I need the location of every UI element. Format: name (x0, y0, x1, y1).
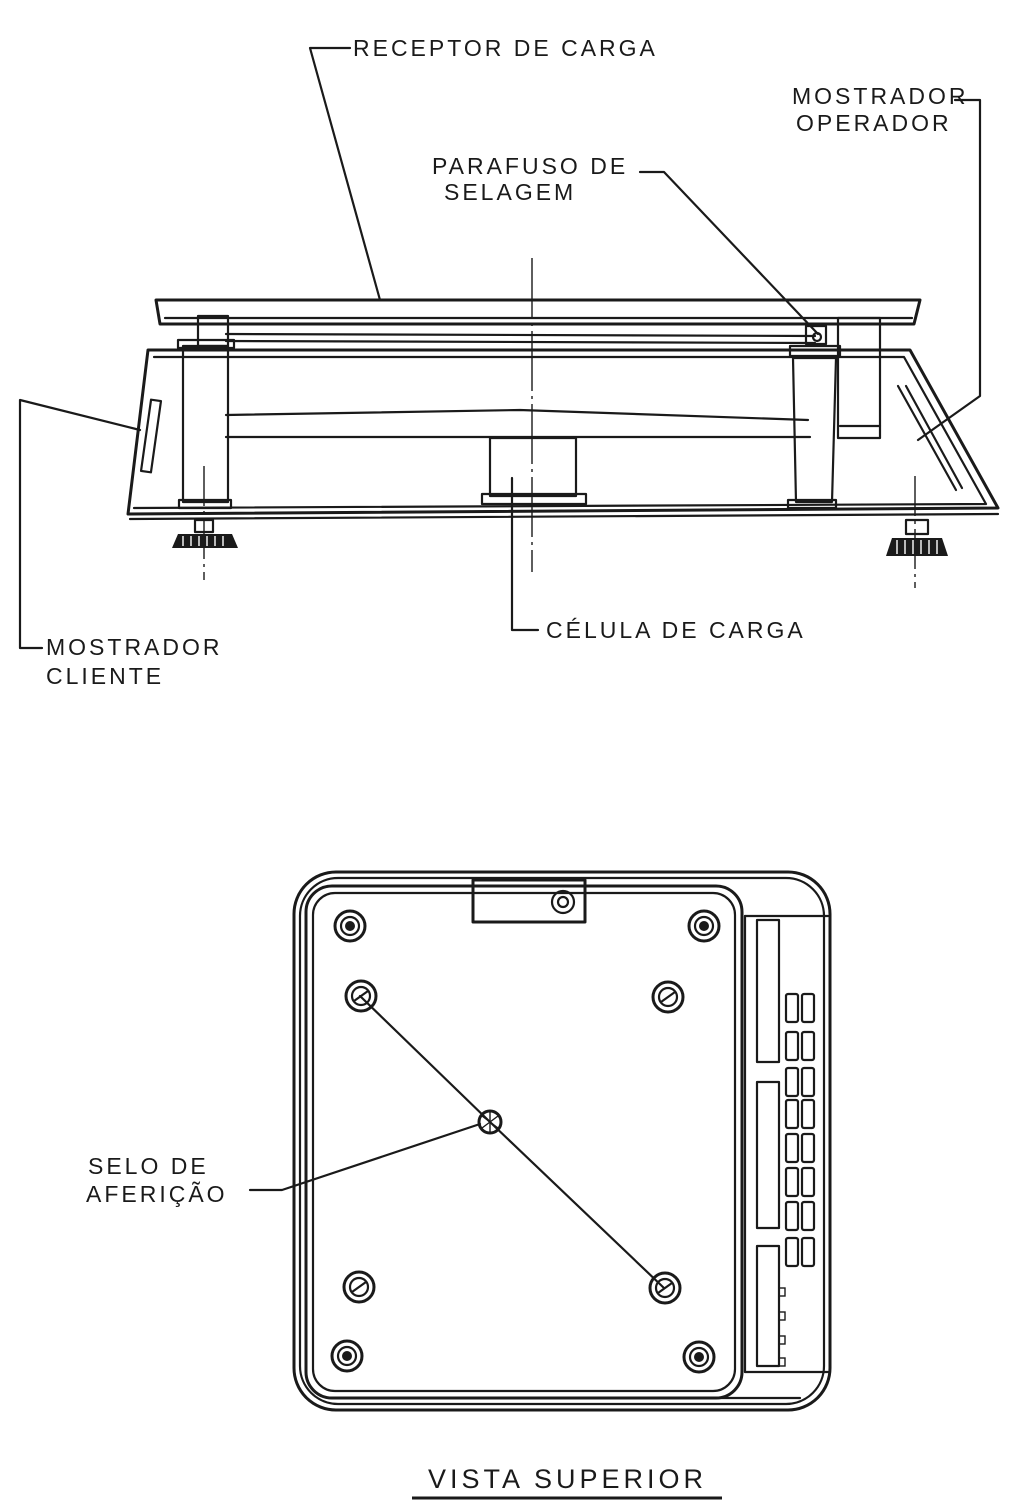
keypad-key-icon (784, 1166, 800, 1198)
keypad-panel (743, 914, 830, 1374)
slotted-screw-icon (687, 909, 721, 943)
indicator-led (778, 1311, 786, 1321)
slotted-screw-icon (651, 980, 685, 1014)
label-parafuso-line2: SELAGEM (444, 179, 576, 205)
leader-sealing-screw (638, 170, 820, 336)
customer-display-window (139, 398, 163, 474)
adjustable-foot-icon (172, 518, 238, 548)
slotted-screw-icon (682, 1340, 716, 1374)
keypad-key-icon (800, 992, 816, 1024)
leader-customer-display (18, 398, 142, 650)
label-selo-line2: AFERIÇÃO (86, 1181, 228, 1207)
platter-plate (304, 884, 744, 1400)
load-receptor-platter (154, 298, 922, 326)
left-support-column (176, 314, 236, 510)
top-view: SELO DE AFERIÇÃO VISTA SUPERIOR (86, 870, 832, 1500)
right-support-column (786, 324, 842, 510)
leader-load-cell (510, 476, 540, 632)
keypad-key-icon (800, 1030, 816, 1062)
indicator-leds (778, 1287, 786, 1367)
display-window-upper (755, 918, 781, 1064)
keypad-key-icon (784, 992, 800, 1024)
keypad-key-icon (784, 1030, 800, 1062)
label-mostrador-cliente-line2: CLIENTE (46, 663, 164, 689)
label-selo-line1: SELO DE (88, 1153, 209, 1179)
adjustable-foot-icon (886, 518, 948, 556)
label-parafuso-line1: PARAFUSO DE (432, 153, 628, 179)
leader-receptor (308, 46, 382, 302)
slotted-screw-icon (333, 909, 367, 943)
side-view: RECEPTOR DE CARGA MOSTRADOR OPERADOR PAR… (18, 35, 1000, 689)
load-cell (480, 436, 588, 506)
label-mostrador-cliente-line1: MOSTRADOR (46, 634, 223, 660)
top-tab (471, 878, 587, 924)
leader-operator-display (916, 98, 982, 442)
operator-display-window (896, 384, 958, 492)
keypad-key-icon (784, 1200, 800, 1232)
keypad-key-icon (800, 1066, 816, 1098)
label-receptor-de-carga: RECEPTOR DE CARGA (353, 35, 658, 61)
indicator-led (778, 1357, 786, 1367)
keypad-key-icon (800, 1098, 816, 1130)
seal-icon (477, 1109, 503, 1135)
slotted-screw-icon (342, 1270, 376, 1304)
screws-group (330, 909, 721, 1374)
indicator-led (778, 1287, 786, 1297)
view-title: VISTA SUPERIOR (428, 1464, 707, 1494)
keypad-key-icon (800, 1200, 816, 1232)
slotted-screw-icon (330, 1339, 364, 1373)
label-mostrador-operador-line1: MOSTRADOR (792, 83, 969, 109)
display-window-middle (755, 1080, 781, 1230)
keypad-key-icon (784, 1236, 800, 1268)
slotted-screw-icon (648, 1271, 682, 1305)
label-mostrador-operador-line2: OPERADOR (796, 110, 952, 136)
keypad-key-icon (784, 1132, 800, 1164)
housing-outline (292, 870, 832, 1412)
keypad-key-icon (784, 1066, 800, 1098)
keypad-key-icon (784, 1098, 800, 1130)
scale-housing (126, 348, 1000, 521)
seal-wire (358, 994, 492, 1124)
indicator-led (778, 1335, 786, 1345)
leader-selo (248, 1122, 482, 1192)
keypad-key-icon (800, 1166, 816, 1198)
keypad-key-icon (800, 1236, 816, 1268)
display-window-lower (755, 1244, 781, 1368)
label-celula-de-carga: CÉLULA DE CARGA (546, 617, 806, 643)
keypad-key-icon (800, 1132, 816, 1164)
keypad-keys (784, 992, 816, 1268)
